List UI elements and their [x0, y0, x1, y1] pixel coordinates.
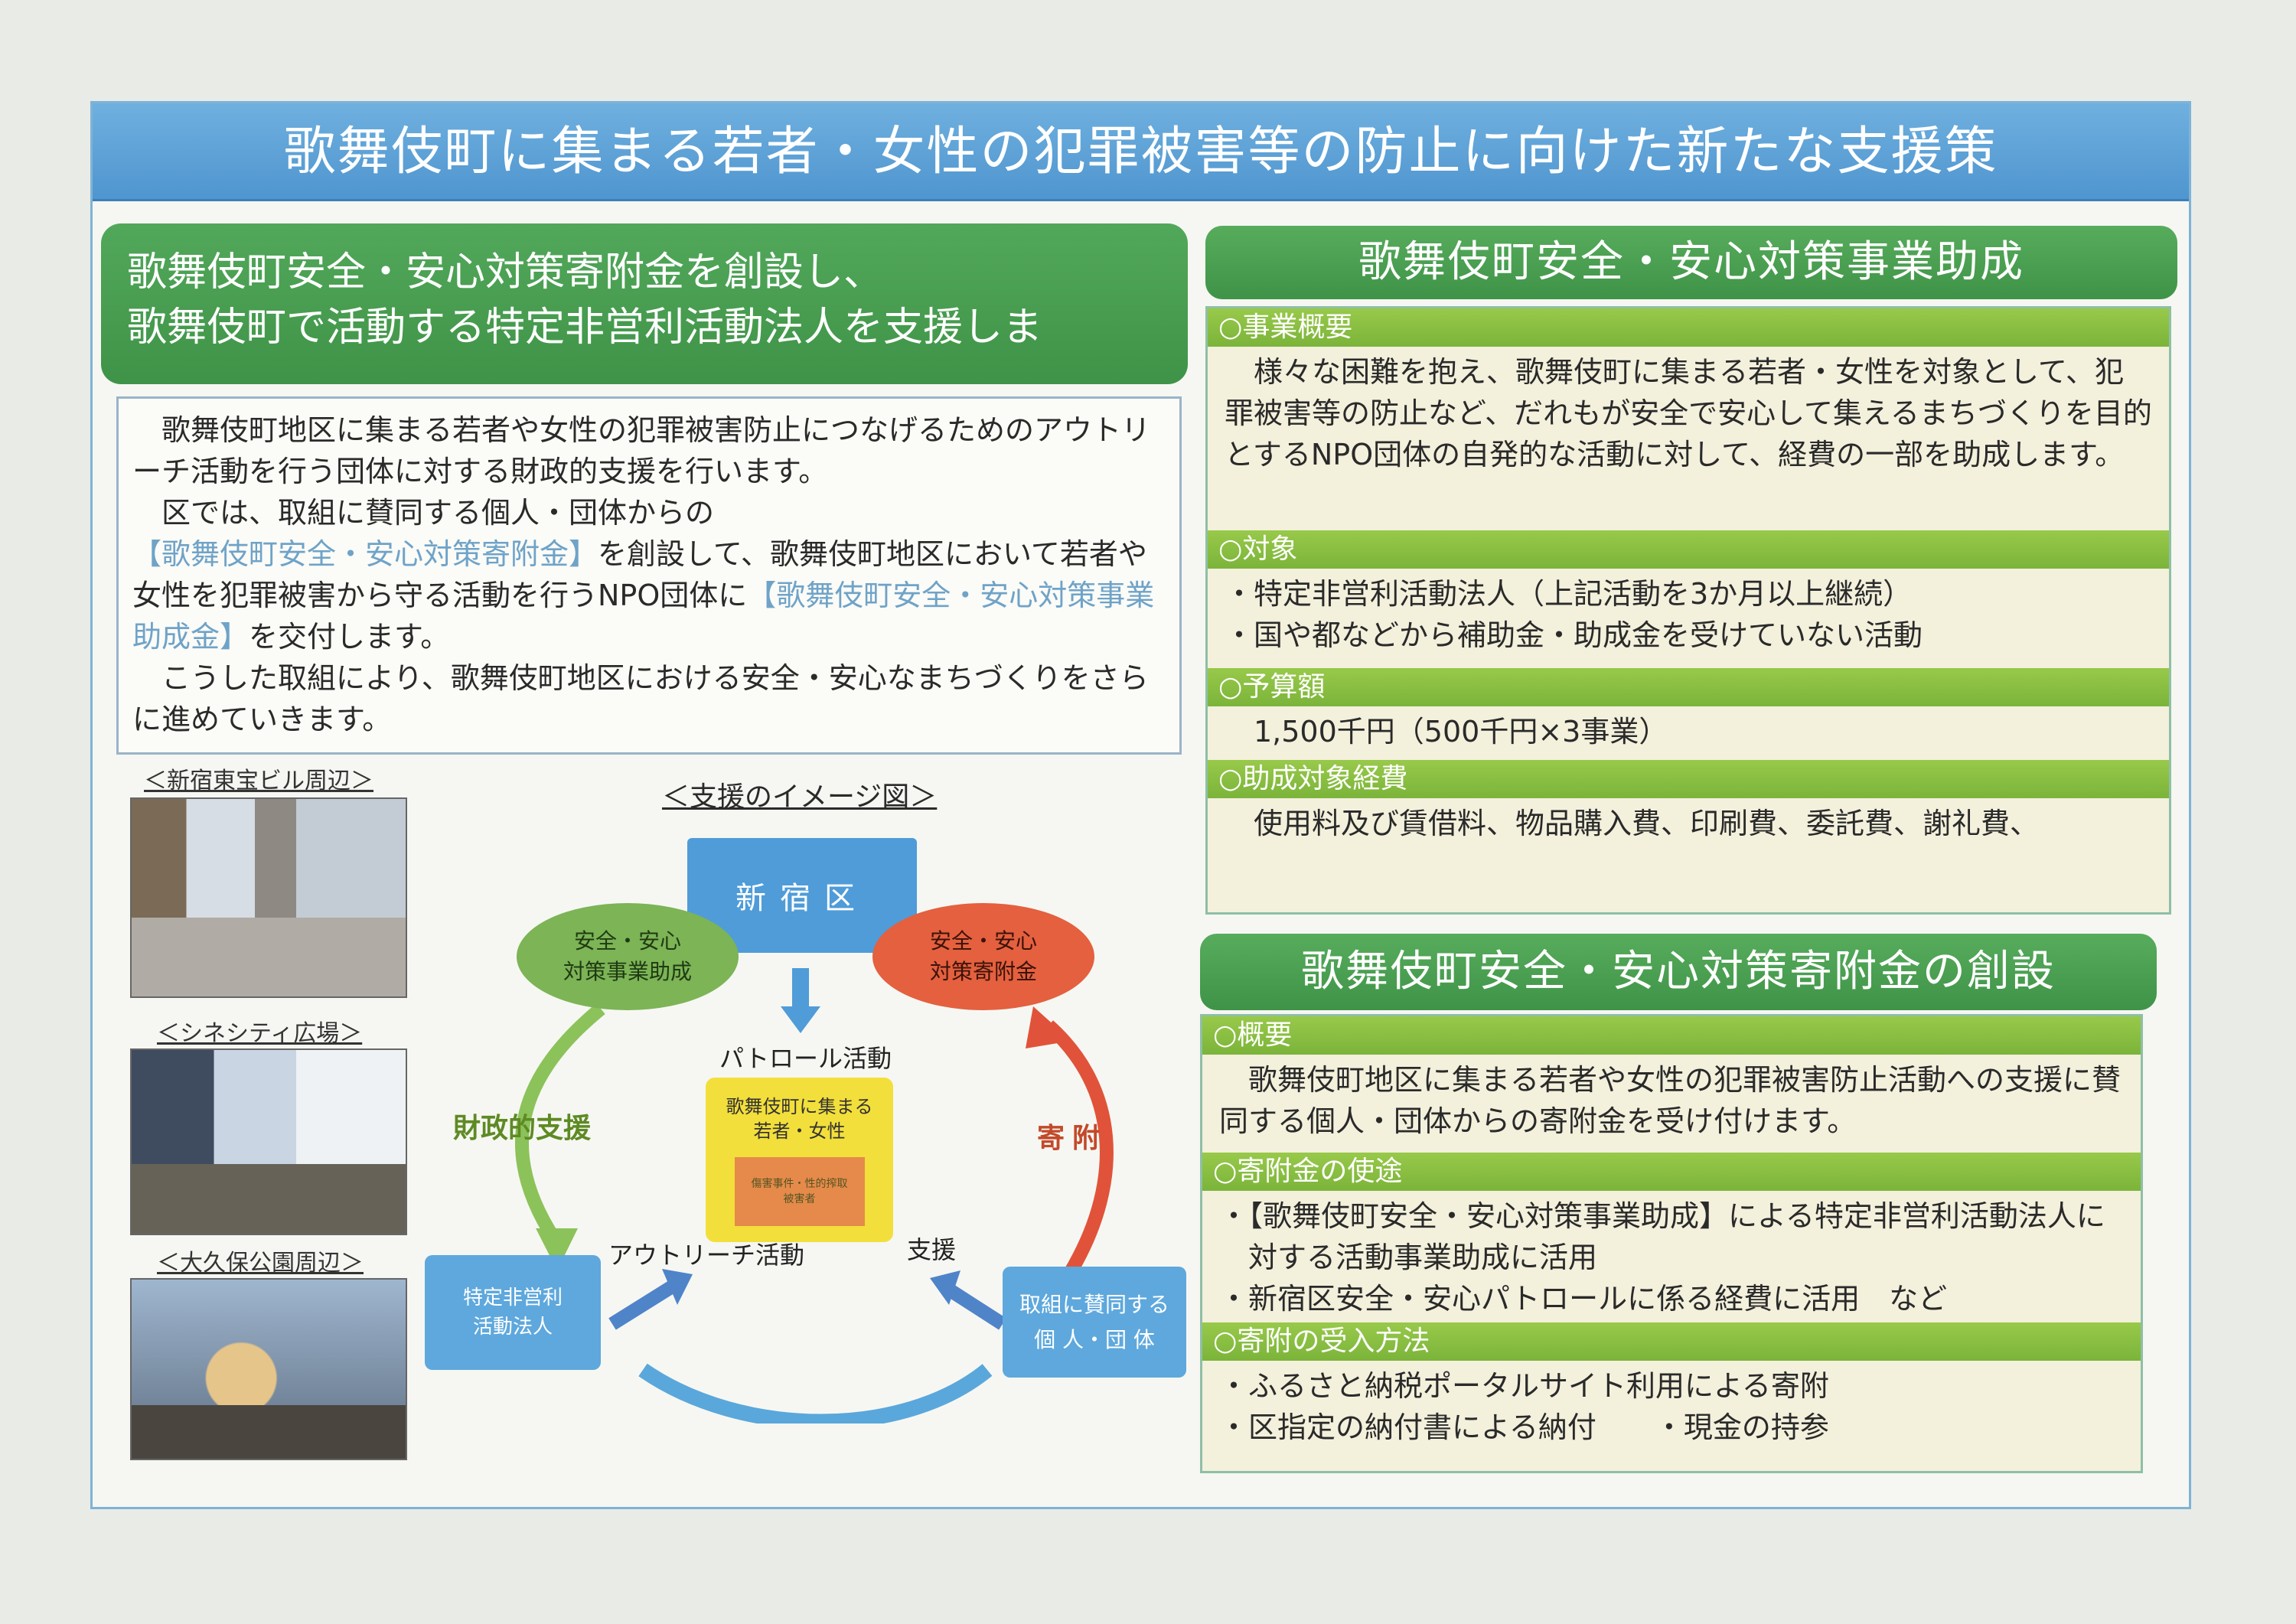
donation-method-item-1: ・ふるさと納税ポータルサイト利用による寄附	[1219, 1369, 1829, 1403]
p2-highlight-donation: 【歌舞伎町安全・安心対策寄附金】	[132, 537, 598, 571]
grant-budget-body: 1,500千円（500千円×3事業）	[1254, 715, 1668, 748]
grant-budget-head: ○予算額	[1208, 668, 2169, 706]
donor-node-line2: 個 人・団 体	[1034, 1326, 1155, 1352]
arrow-head-donation	[1026, 1006, 1071, 1048]
donation-banner: 歌舞伎町安全・安心対策寄附金の創設	[1200, 934, 2157, 1010]
left-banner-line1: 歌舞伎町安全・安心対策寄附金を創設し、	[127, 249, 884, 295]
donation-use-item-2: ・新宿区安全・安心パトロールに係る経費に活用 など	[1219, 1282, 1948, 1316]
left-body-p1: 歌舞伎町地区に集まる若者や女性の犯罪被害防止につなげるためのアウトリーチ活動を行…	[132, 413, 1151, 488]
grant-target-body: ・特定非営利活動法人（上記活動を3か月以上継続） ・国や都などから補助金・助成金…	[1208, 569, 2169, 668]
donor-node-line1: 取組に賛同する	[1019, 1291, 1169, 1317]
left-banner-line2: 歌舞伎町で活動する特定非営利活動法人を支援しま	[127, 305, 1043, 351]
npo-node-line1: 特定非営利	[462, 1286, 563, 1309]
arrow-head-patrol	[781, 1006, 820, 1033]
p2-text-a: 区では、取組に賛同する個人・団体からの	[161, 496, 715, 530]
left-banner: 歌舞伎町安全・安心対策寄附金を創設し、 歌舞伎町で活動する特定非営利活動法人を支…	[101, 223, 1188, 384]
grant-node-line1: 安全・安心	[573, 928, 681, 954]
left-body-text: 歌舞伎町地区に集まる若者や女性の犯罪被害防止につなげるためのアウトリーチ活動を行…	[116, 396, 1182, 755]
p2-text-b: を創設して、歌舞伎町地区において若者や女性を犯罪被害から守る活動を行うNPO団体…	[132, 537, 1147, 612]
p2-highlight-grant: 【歌舞伎町安全・安心対策事業助成金】	[132, 579, 1155, 654]
photo-cinecity	[130, 1048, 407, 1235]
label-financial-support: 財政的支援	[453, 1113, 592, 1144]
arrow-donation	[1044, 1020, 1114, 1274]
label-outreach: アウトリーチ活動	[608, 1241, 805, 1270]
grant-node-line2: 対策事業助成	[563, 959, 692, 984]
node-young-women: 歌舞伎町に集まる 若者・女性 傷害事件・性的搾取被害者	[706, 1078, 893, 1242]
grant-target-head: ○対象	[1208, 530, 2169, 569]
grant-box: ○事業概要 様々な困難を抱え、歌舞伎町に集まる若者・女性を対象として、犯罪被害等…	[1205, 306, 2171, 915]
arrow-head-financial	[536, 1228, 578, 1270]
arrow-head-outreach	[662, 1269, 693, 1305]
donation-use-item-1: ・【歌舞伎町安全・安心対策事業助成】による特定非営利活動法人に対する活動事業助成…	[1219, 1199, 2105, 1274]
node-donation: 安全・安心対策寄附金	[872, 903, 1094, 1010]
arrow-outreach	[608, 1280, 677, 1330]
label-patrol: パトロール活動	[719, 1044, 892, 1073]
victims-line1: 傷害事件・性的搾取	[751, 1178, 848, 1190]
young-women-line2: 若者・女性	[753, 1120, 846, 1142]
grant-target-item-2: ・国や都などから補助金・助成金を受けていない活動	[1225, 618, 1923, 652]
arrow-bottom-arc	[638, 1363, 993, 1423]
node-npo: 特定非営利活動法人	[425, 1255, 601, 1370]
label-support: 支援	[907, 1235, 957, 1264]
arrow-financial-support	[515, 1003, 605, 1244]
donation-use-head: ○寄附金の使途	[1202, 1153, 2141, 1191]
node-grant: 安全・安心対策事業助成	[517, 903, 739, 1010]
left-body-p3: こうした取組により、歌舞伎町地区における安全・安心なまちづくりをさらに進めていき…	[132, 661, 1149, 736]
victims-line2: 被害者	[783, 1193, 816, 1205]
photo-caption-3: ＜大久保公園周辺＞	[157, 1250, 364, 1277]
donation-method-head: ○寄附の受入方法	[1202, 1322, 2141, 1361]
diagram-title: ＜支援のイメージ図＞	[662, 781, 938, 813]
photo-caption-1: ＜新宿東宝ビル周辺＞	[144, 768, 373, 794]
node-donors: 取組に賛同する個 人・団 体	[1003, 1267, 1186, 1378]
arrow-shaft-patrol	[792, 968, 809, 1010]
npo-node-line2: 活動法人	[472, 1316, 553, 1339]
grant-target-item-1: ・特定非営利活動法人（上記活動を3か月以上継続）	[1225, 577, 1913, 611]
grant-overview-body: 様々な困難を抱え、歌舞伎町に集まる若者・女性を対象として、犯罪被害等の防止など、…	[1225, 355, 2152, 471]
main-title: 歌舞伎町に集まる若者・女性の犯罪被害等の防止に向けた新たな支援策	[93, 103, 2189, 201]
donation-box: ○概要 歌舞伎町地区に集まる若者や女性の犯罪被害防止活動への支援に賛同する個人・…	[1200, 1014, 2143, 1473]
donation-method-body: ・ふるさと納税ポータルサイト利用による寄附 ・区指定の納付書による納付 ・現金の…	[1202, 1361, 2141, 1456]
donation-node-line2: 対策寄附金	[929, 959, 1037, 984]
left-body-p2: 区では、取組に賛同する個人・団体からの【歌舞伎町安全・安心対策寄附金】を創設して…	[132, 492, 1166, 657]
donation-overview-head: ○概要	[1202, 1016, 2141, 1055]
arrow-head-support	[930, 1270, 960, 1305]
node-victims: 傷害事件・性的搾取被害者	[734, 1157, 865, 1226]
grant-expense-body: 使用料及び賃借料、物品購入費、印刷費、委託費、謝礼費、	[1254, 807, 2040, 840]
young-women-line1: 歌舞伎町に集まる	[726, 1096, 873, 1117]
grant-expense-head: ○助成対象経費	[1208, 760, 2169, 798]
diagram-arrows	[515, 968, 1114, 1423]
grant-overview-head: ○事業概要	[1208, 308, 2169, 347]
donation-overview-body: 歌舞伎町地区に集まる若者や女性の犯罪被害防止活動への支援に賛同する個人・団体から…	[1219, 1063, 2122, 1138]
photo-shinjuku-toho	[130, 797, 407, 998]
donation-method-item-2: ・区指定の納付書による納付 ・現金の持参	[1219, 1410, 1829, 1444]
p2-text-c: を交付します。	[249, 620, 450, 654]
photo-okubo-park	[130, 1278, 407, 1460]
arrow-support	[945, 1283, 1006, 1330]
donation-node-line1: 安全・安心	[929, 928, 1037, 954]
donation-use-body: ・【歌舞伎町安全・安心対策事業助成】による特定非営利活動法人に対する活動事業助成…	[1202, 1191, 2141, 1322]
label-donation: 寄附	[1037, 1123, 1108, 1154]
photo-caption-2: ＜シネシティ広場＞	[157, 1020, 363, 1047]
grant-banner: 歌舞伎町安全・安心対策事業助成	[1205, 226, 2177, 299]
